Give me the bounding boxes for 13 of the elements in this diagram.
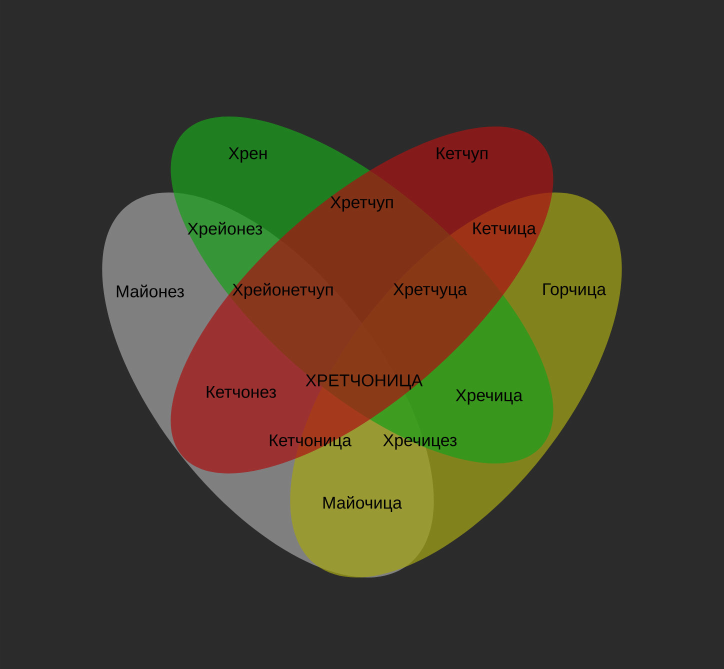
- intersection-label: Хрейонез: [188, 222, 262, 238]
- set-label: Кетчуп: [436, 147, 488, 163]
- intersection-label: Хретчуца: [393, 283, 468, 299]
- intersection-label: ХРЕТЧОНИЦА: [306, 374, 423, 390]
- set-label: Майонез: [116, 284, 184, 298]
- intersection-label: Кетчонез: [206, 386, 276, 398]
- set-label: Хрен: [228, 147, 267, 163]
- set-label: Горчица: [543, 283, 606, 299]
- intersection-label: Кетчица: [473, 222, 536, 238]
- intersection-label: Хречица: [456, 389, 523, 405]
- intersection-label: Хрейонетчуп: [232, 282, 333, 300]
- intersection-label: Хретчуп: [330, 196, 393, 212]
- intersection-label: Майочица: [323, 496, 402, 512]
